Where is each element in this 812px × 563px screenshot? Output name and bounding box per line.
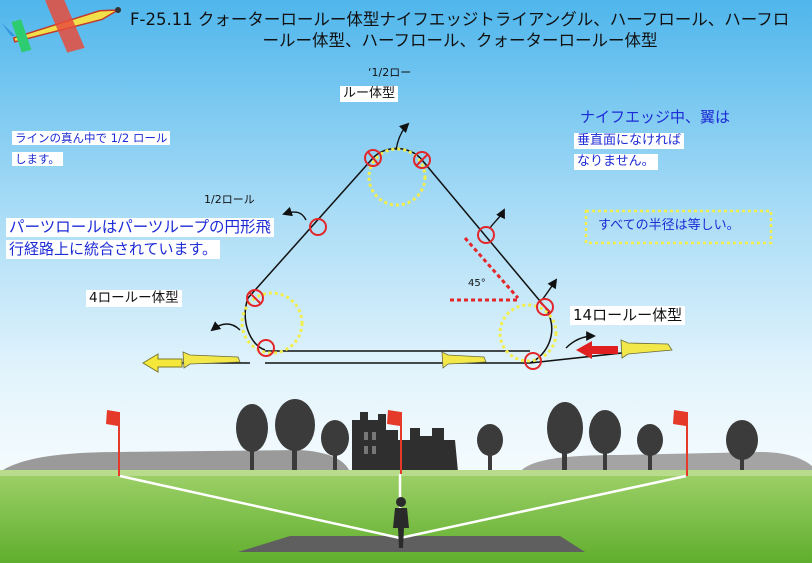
fourteen-roll-label: 14ロールー体型 xyxy=(570,306,686,325)
roll-direction-arrows xyxy=(210,122,596,349)
left-note-line-1: ラインの真ん中で 1/2 ロール xyxy=(12,131,171,146)
entry-arrow-icon xyxy=(576,341,618,359)
exit-arrow-icon xyxy=(142,353,183,373)
pilot-figure-icon xyxy=(393,497,409,548)
aerobatic-plane-icon xyxy=(1,0,122,53)
castle-ruin-icon xyxy=(352,412,458,472)
angle-45-label: 45° xyxy=(468,278,486,289)
hill-left xyxy=(0,450,350,472)
knife-edge-note-line-1: ナイフエッジ中、翼は xyxy=(580,108,731,126)
title-line-1: F-25.11 クォーターロールー体型ナイフエッジトライアングル、ハーフロール、… xyxy=(130,10,790,29)
top-half-roll-label-a: ‘1/2ロー xyxy=(368,66,412,79)
flag-icon xyxy=(106,410,688,476)
tree-icon xyxy=(236,399,758,470)
radii-note-box xyxy=(584,209,773,245)
four-roll-label: 4ロールー体型 xyxy=(86,290,182,307)
loop-radius-circles xyxy=(240,147,558,363)
knife-edge-indicator xyxy=(450,237,520,302)
roll-marker-icon xyxy=(246,149,554,370)
parts-roll-note-line-2: 行経路上に統合されています。 xyxy=(6,240,221,259)
small-plane-icon xyxy=(182,339,673,369)
knife-edge-note-line-3: なりません。 xyxy=(574,154,658,171)
runway-strip xyxy=(238,536,585,552)
parts-roll-note-line-1: パーツロールはパーツループの円形飛 xyxy=(6,218,274,238)
left-note-line-2: します。 xyxy=(12,152,63,167)
half-roll-label: 1/2ロール xyxy=(204,193,255,206)
top-half-roll-label-b: ルー体型 xyxy=(340,86,399,103)
title-line-2: ールー体型、ハーフロール、クォーターロールー体型 xyxy=(262,31,658,50)
radii-equal-note: すべての半径は等しい。 xyxy=(598,218,740,233)
horizon-band xyxy=(0,470,812,476)
page-title: F-25.11 クォーターロールー体型ナイフエッジトライアングル、ハーフロール、… xyxy=(130,9,790,51)
knife-edge-note-line-2: 垂直面になければ xyxy=(574,133,685,150)
